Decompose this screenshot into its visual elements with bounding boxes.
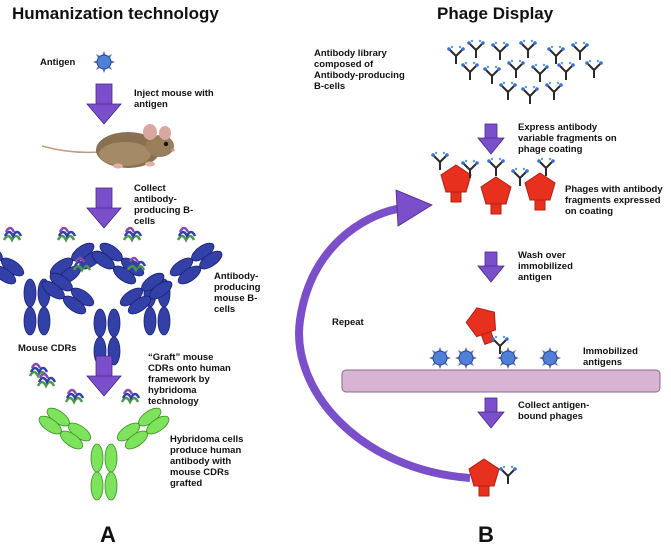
- antibody-library-icon: [446, 38, 604, 105]
- panel-b-title: Phage Display: [437, 4, 554, 23]
- collect-bound-label: Collect antigen-bound phages: [518, 400, 590, 422]
- mouse-icon: [41, 124, 175, 169]
- down-arrow-icon: [86, 83, 122, 125]
- repeat-label: Repeat: [332, 317, 364, 328]
- repeat-arrow-icon: [295, 189, 471, 482]
- antigen-icon: [92, 50, 116, 74]
- panel-b-letter: B: [478, 522, 494, 547]
- library-label: Antibody library composed of Antibody-pr…: [314, 48, 405, 92]
- bound-phage-icon: [462, 302, 510, 355]
- inject-step-label: Inject mouse with antigen: [134, 88, 214, 110]
- phages-label: Phages with antibody fragments expressed…: [565, 184, 663, 217]
- wash-step-label: Wash over immobilized antigen: [518, 250, 573, 283]
- mouse-bcells-label: Antibody-producing mouse B-cells: [214, 271, 261, 315]
- surface-bar: [341, 369, 661, 393]
- panel-a-letter: A: [100, 522, 116, 547]
- mouse-cdrs-label: Mouse CDRs: [18, 343, 77, 354]
- panel-a-title: Humanization technology: [12, 4, 219, 23]
- down-arrow-icon: [477, 397, 505, 429]
- antigen-label: Antigen: [40, 57, 76, 68]
- collected-phage-icon: [468, 458, 518, 497]
- immobilized-label: Immobilized antigens: [583, 346, 638, 368]
- hybridoma-label: Hybridoma cells produce human antibody w…: [170, 434, 244, 489]
- mouse-cdrs-icon: [28, 362, 57, 388]
- phages-icon: [430, 150, 556, 215]
- down-arrow-icon: [477, 251, 505, 283]
- human-antibody-icon: [35, 404, 173, 501]
- down-arrow-icon: [477, 123, 505, 155]
- immobilized-antigens-icon: [428, 346, 562, 370]
- down-arrow-icon: [86, 187, 122, 229]
- collect-step-label: Collect antibody-producing B-cells: [134, 183, 194, 227]
- graft-step-label: “Graft” mouse CDRs onto human framework …: [148, 352, 231, 407]
- express-step-label: Express antibody variable fragments on p…: [518, 122, 617, 155]
